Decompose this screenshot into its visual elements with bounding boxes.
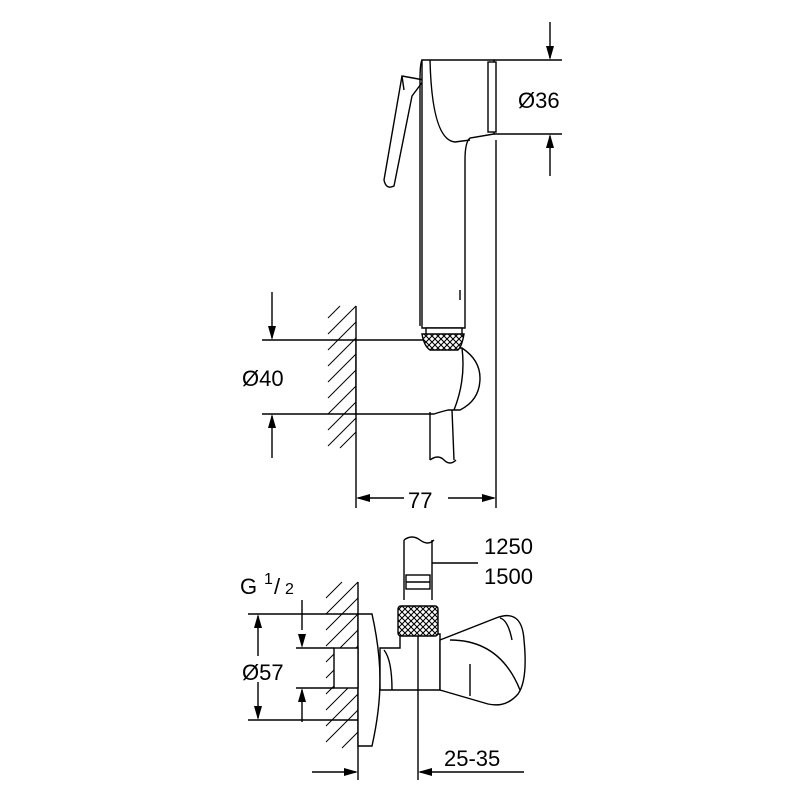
dimension-valve-adjustment: 25-35: [312, 636, 524, 780]
dimension-hose-length: 1250 1500: [432, 534, 533, 589]
dimension-holder-projection: 77: [355, 140, 497, 513]
head-diameter-label: Ø36: [518, 88, 560, 113]
thread-slash-label: /: [274, 574, 281, 599]
angle-valve: [333, 605, 526, 747]
rosette-diameter-label: Ø57: [242, 660, 284, 685]
holder-diameter-label: Ø40: [242, 366, 284, 391]
thread-numerator-label: 1: [264, 571, 273, 588]
wall-holder: [355, 333, 481, 464]
hose-length-2-label: 1500: [484, 564, 533, 589]
dimension-rosette-diameter: Ø57: [240, 613, 358, 721]
dimension-holder-diameter: Ø40: [242, 292, 356, 458]
hose-length-1-label: 1250: [484, 534, 533, 559]
hand-shower: [383, 59, 497, 337]
hose-lower: [403, 536, 435, 600]
thread-prefix-label: G: [240, 574, 257, 599]
holder-projection-label: 77: [408, 488, 432, 513]
thread-denominator-label: 2: [285, 581, 294, 598]
dimension-thread: G 1 / 2: [240, 571, 334, 722]
valve-adjustment-label: 25-35: [444, 746, 500, 771]
dimension-head-diameter: Ø36: [494, 22, 562, 176]
wall-section-upper: [327, 305, 357, 449]
